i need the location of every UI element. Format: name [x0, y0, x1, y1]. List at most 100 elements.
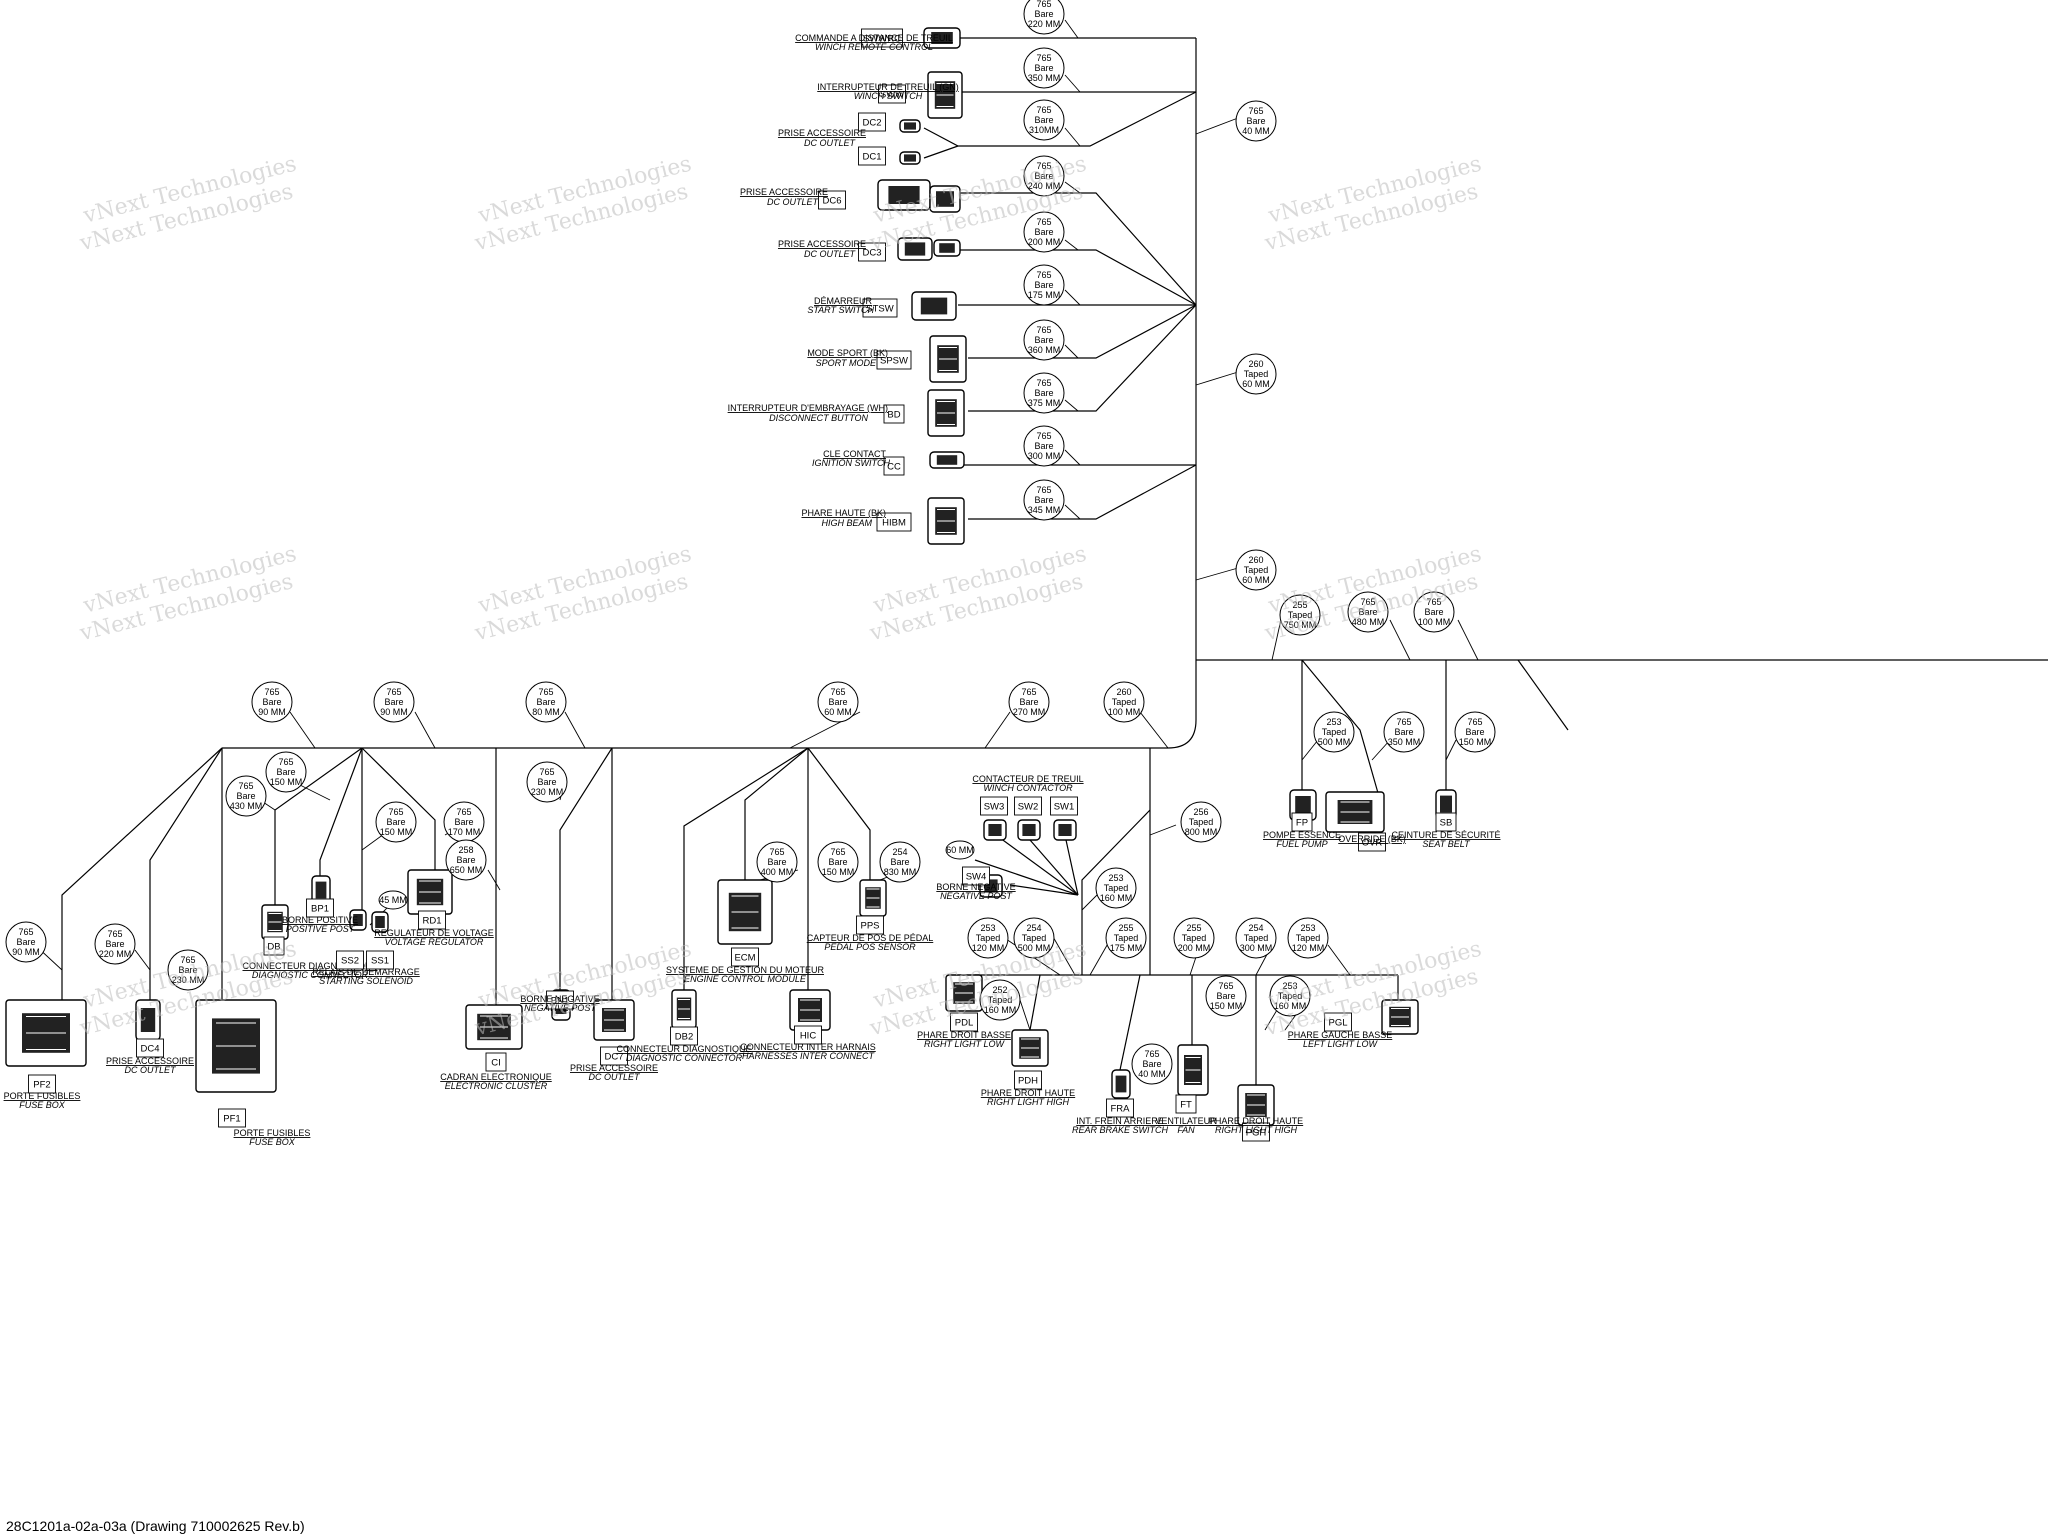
component-label-fr: PRISE ACCESSOIRE	[570, 1063, 658, 1073]
bubble-text-l1: 765	[1036, 53, 1051, 63]
bubble-text-l3: 650 MM	[450, 865, 483, 875]
component-label-fr: PRISE ACCESSOIRE	[740, 187, 828, 197]
connector-face	[920, 297, 948, 315]
component-code-box	[856, 915, 884, 935]
bubble-text-l3: 150 MM	[1459, 737, 1492, 747]
bubble-circle	[1023, 264, 1065, 306]
component-label-en: LEFT LIGHT LOW	[1303, 1039, 1379, 1049]
harness-wire	[319, 747, 363, 878]
component-label-en: VOLTAGE REGULATOR	[385, 937, 484, 947]
bubble-text-l3: 160 MM	[984, 1005, 1017, 1015]
component-label-en: NEGATIVE POST	[524, 1003, 597, 1013]
component-sw2: SW2	[1014, 796, 1042, 816]
bubble-text-l1: 765	[278, 757, 293, 767]
bubble-text-l2: Taped	[976, 933, 1001, 943]
component-label-en: POSITIVE POST	[286, 924, 356, 934]
bubble-text-l2: Bare	[384, 697, 403, 707]
leader-line	[1064, 399, 1079, 412]
positive-post-icon	[311, 875, 331, 905]
bubble-text-l2: Bare	[178, 965, 197, 975]
bubble-text-l2: Bare	[1034, 388, 1053, 398]
component-code-box	[818, 190, 846, 210]
bubble-circle	[1235, 917, 1277, 959]
winch-contactor-sw3-icon	[983, 819, 1007, 841]
component-label-en: DC OUTLET	[124, 1065, 177, 1075]
bubble-text-l3: 220 MM	[1028, 19, 1061, 29]
component-code-box	[136, 1038, 164, 1058]
bubble-text-l2: Bare	[16, 937, 35, 947]
bubble-text-l2: Taped	[1022, 933, 1047, 943]
bubble-circle	[1023, 211, 1065, 253]
component-code: SW1	[1054, 802, 1075, 813]
bubble-text-l2: Bare	[1246, 116, 1265, 126]
bubble-text-l3: 150 MM	[822, 867, 855, 877]
bubble-text-l1: 765	[1036, 485, 1051, 495]
component-label-en: DISCONNECT BUTTON	[769, 413, 868, 423]
connector-face	[1058, 824, 1072, 836]
harness-wire	[1029, 974, 1041, 1031]
bubble-text-l2: Bare	[454, 817, 473, 827]
component-label-fr: BORNE POSITIVE	[282, 915, 358, 925]
bubble-text-l2: Taped	[1296, 933, 1321, 943]
bubble-text-l2: Taped	[1189, 817, 1214, 827]
component-label-fr: PRISE ACCESSOIRE	[106, 1056, 194, 1066]
bubble-text-l1: 255	[1292, 600, 1307, 610]
bubble-text-l1: 260	[1248, 555, 1263, 565]
component-code-box	[876, 350, 912, 370]
winch-contactor-sw1-icon	[1053, 819, 1077, 841]
component-label-en: SPORT MODE	[816, 358, 877, 368]
bubble-text-l3: 480 MM	[1352, 617, 1385, 627]
component-label-en: WINCH REMOTE CONTROL	[815, 42, 933, 52]
component-label-fr: PRISE ACCESSOIRE	[778, 239, 866, 249]
bubble-text-l2: Taped	[1104, 883, 1129, 893]
leader-line	[1089, 939, 1111, 976]
connector-face	[888, 186, 920, 204]
ecm-connector-icon	[717, 879, 773, 945]
bubble-text-l3: 800 MM	[1185, 827, 1218, 837]
component-code-box	[546, 990, 574, 1010]
bubble-text-l3: 310MM	[1029, 125, 1059, 135]
component-label-fr: CONNECTEUR INTER HARNAIS	[740, 1042, 876, 1052]
fuse-box-pf1-icon	[195, 999, 277, 1093]
harness-wire	[1517, 659, 1569, 731]
bubble-text-l2: Bare	[1358, 607, 1377, 617]
bubble-circle	[979, 979, 1021, 1021]
component-label-en: DIAGNOSTIC CONNECTOR	[626, 1053, 743, 1063]
component-label-fr: BORNE NEGATIVE	[936, 882, 1015, 892]
bubble-circle	[1131, 1043, 1173, 1085]
bubble-text-l1: 253	[1282, 981, 1297, 991]
bubble-text-l1: 765	[538, 687, 553, 697]
component-label-en: FAN	[1177, 1125, 1195, 1135]
bubble-text-l1: 765	[1036, 105, 1051, 115]
bubble-text-l2: Bare	[1216, 991, 1235, 1001]
component-label-fr: PHARE DROIT HAUTE	[981, 1088, 1075, 1098]
component-code: DB2	[675, 1032, 693, 1043]
bubble-text-l2: Bare	[828, 697, 847, 707]
component-code-box	[1242, 1122, 1270, 1142]
component-code: DC1	[862, 152, 881, 163]
bubble-text-l3: 100 MM	[1108, 707, 1141, 717]
bubble-text-l1: 252	[992, 985, 1007, 995]
connector-face	[1440, 795, 1452, 813]
disconnect-button-connector-icon	[927, 389, 965, 437]
bubble-text-l2: Bare	[890, 857, 909, 867]
bubble-text-l3: 300 MM	[1240, 943, 1273, 953]
